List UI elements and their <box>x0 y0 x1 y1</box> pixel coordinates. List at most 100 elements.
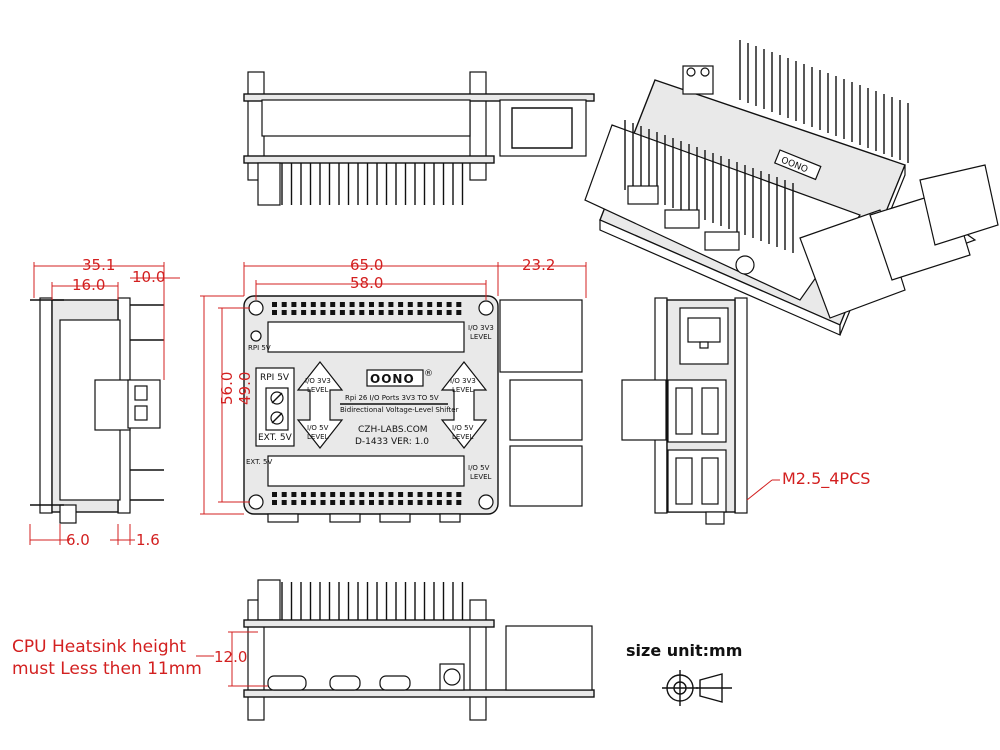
header-pad <box>446 310 452 315</box>
header-pad <box>310 302 316 307</box>
io3v3-level-label: LEVEL <box>470 333 492 341</box>
dim-side-16: 16.0 <box>72 276 105 294</box>
header-pad <box>281 500 287 505</box>
top-elevation-view <box>243 71 595 206</box>
board-model: D-1433 VER: 1.0 <box>355 437 429 447</box>
heatsink-note-line1: CPU Heatsink height <box>12 637 186 657</box>
left-arrow-5v: I/O 5V <box>307 424 329 432</box>
isometric-render: OONO <box>584 40 999 336</box>
bottom-elevation-view <box>243 579 595 721</box>
header-pad <box>407 492 413 497</box>
header-pad <box>456 310 462 315</box>
screw-spec: M2.5_4PCS <box>782 469 870 489</box>
header-pad <box>281 310 287 315</box>
header-pad <box>369 500 374 505</box>
left-side-view <box>30 297 164 524</box>
dim-heatsink-12: 12.0 <box>214 648 247 666</box>
header-pad <box>339 302 345 307</box>
header-pad <box>398 302 404 307</box>
header-pad <box>310 310 316 315</box>
right-arrow-5v: I/O 5V <box>452 424 474 432</box>
header-pad <box>339 310 345 315</box>
io5v-level-label: LEVEL <box>470 473 492 481</box>
header-pad <box>320 302 326 307</box>
header-pad <box>272 492 277 497</box>
header-pad <box>320 310 326 315</box>
header-pad <box>407 302 413 307</box>
ext5v-side-label: EXT. 5V <box>246 458 272 466</box>
header-pad <box>310 500 316 505</box>
header-pad <box>320 492 326 497</box>
terminal-rpi5v-label: RPI 5V <box>260 373 290 383</box>
header-pad <box>349 302 355 307</box>
header-pad <box>398 310 404 315</box>
right-arrow-5v-level: LEVEL <box>452 433 474 441</box>
header-pad <box>456 500 462 505</box>
left-arrow-3v3: I/O 3V3 <box>305 377 331 385</box>
header-pad <box>388 492 394 497</box>
header-pad <box>407 310 413 315</box>
header-pad <box>446 492 452 497</box>
dim-side-35: 35.1 <box>82 256 115 274</box>
header-pad <box>417 492 423 497</box>
io3v3-label: I/O 3V3 <box>468 324 494 332</box>
header-pad <box>456 302 462 307</box>
header-pad <box>417 310 423 315</box>
dim-overhang-23: 23.2 <box>522 256 555 274</box>
unit-label: size unit:mm <box>626 641 742 660</box>
header-pad <box>436 500 442 505</box>
io5v-label: I/O 5V <box>468 464 490 472</box>
header-pad <box>388 500 394 505</box>
registered-mark: ® <box>424 369 433 379</box>
header-pad <box>359 302 365 307</box>
dimension-lines: 65.0 58.0 23.2 56.0 49.0 35.1 16.0 10.0 … <box>29 256 780 687</box>
header-pad <box>349 500 355 505</box>
dim-height-49: 49.0 <box>236 372 254 405</box>
header-pad <box>330 302 336 307</box>
board-subtitle: Bidirectional Voltage-Level Shifter <box>340 406 459 414</box>
right-arrow-3v3-level: LEVEL <box>452 386 474 394</box>
header-pad <box>369 492 374 497</box>
header-pad <box>388 310 394 315</box>
header-pad <box>349 310 355 315</box>
dim-side-10: 10.0 <box>132 268 165 286</box>
header-pad <box>427 302 433 307</box>
header-pad <box>281 302 287 307</box>
header-pad <box>349 492 355 497</box>
header-pad <box>310 492 316 497</box>
header-pad <box>378 492 384 497</box>
header-pad <box>369 302 374 307</box>
header-pad <box>398 500 404 505</box>
board-logo: OONO <box>370 372 415 386</box>
header-pad <box>339 492 345 497</box>
dim-height-56: 56.0 <box>218 372 236 405</box>
header-pad <box>272 500 277 505</box>
header-pad <box>369 310 374 315</box>
header-pad <box>301 492 307 497</box>
header-pad <box>272 310 277 315</box>
header-pad <box>378 310 384 315</box>
board-top-view: RPI 5V I/O 3V3 LEVEL EXT. 5V I/O 5V LEVE… <box>243 295 583 523</box>
first-angle-projection-icon <box>662 670 732 706</box>
right-side-view <box>621 297 748 525</box>
header-pad <box>417 302 423 307</box>
dim-width-58: 58.0 <box>350 274 383 292</box>
header-pad <box>427 492 433 497</box>
board-title: Rpi 26 I/O Ports 3V3 TO 5V <box>345 394 439 402</box>
header-pad <box>359 310 365 315</box>
header-pad <box>456 492 462 497</box>
header-pad <box>301 500 307 505</box>
header-pad <box>436 302 442 307</box>
header-pad <box>378 500 384 505</box>
header-pad <box>291 302 297 307</box>
header-pad <box>330 492 336 497</box>
header-pad <box>417 500 423 505</box>
left-arrow-5v-level: LEVEL <box>307 433 329 441</box>
header-pad <box>427 310 433 315</box>
header-pad <box>359 500 365 505</box>
header-pad <box>330 310 336 315</box>
heatsink-note-line2: must Less then 11mm <box>12 659 202 679</box>
header-pad <box>320 500 326 505</box>
header-pad <box>291 492 297 497</box>
